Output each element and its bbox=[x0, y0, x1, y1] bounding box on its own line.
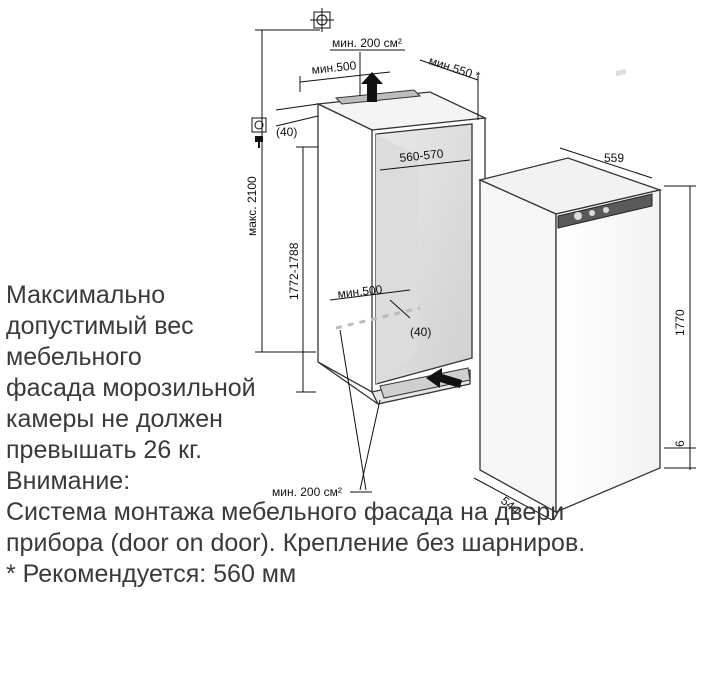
note-line: фасада морозильной bbox=[6, 374, 256, 402]
appliance-width-label: 559 bbox=[604, 151, 624, 165]
min-500-top-label: мин.500 bbox=[311, 58, 357, 77]
offset-40-top: (40) bbox=[276, 125, 297, 139]
offset-6-label: 6 bbox=[673, 440, 687, 447]
plug-icon bbox=[255, 136, 263, 148]
top-vent-grille bbox=[334, 89, 422, 105]
note-line: Максимально bbox=[6, 281, 166, 309]
socket-icon bbox=[251, 117, 267, 133]
control-panel bbox=[557, 68, 653, 229]
min-vent-area-bottom: мин. 200 см² bbox=[272, 485, 342, 499]
note-line: допустимый вес bbox=[6, 312, 194, 340]
appliance-body bbox=[478, 157, 663, 514]
section-symbol-icon bbox=[310, 8, 334, 32]
attention-heading: Внимание: bbox=[6, 467, 131, 495]
note-line: превышать 26 кг. bbox=[6, 436, 203, 464]
note-line: прибора (door on door). Крепление без ша… bbox=[6, 529, 586, 557]
note-line: камеры не должен bbox=[6, 405, 223, 433]
ventilation-arrow-icon bbox=[361, 72, 462, 388]
min-vent-area-top: мин. 200 см² bbox=[332, 36, 402, 50]
notes-block: Максимально допустимый вес мебельного фа… bbox=[6, 280, 696, 590]
offset-40-bottom: (40) bbox=[410, 325, 431, 339]
note-line: Система монтажа мебельного фасада на две… bbox=[6, 498, 565, 526]
min-550-label: мин.550 * bbox=[427, 54, 482, 84]
airflow-dashes bbox=[335, 306, 421, 330]
footnote: * Рекомендуется: 560 мм bbox=[6, 560, 297, 588]
min-500-bottom-label: мин.500 bbox=[337, 282, 383, 301]
appliance-height-label: 1770 bbox=[673, 309, 687, 336]
dimension-lines bbox=[255, 29, 696, 521]
note-line: мебельного bbox=[6, 343, 142, 371]
max-height-label: макс. 2100 bbox=[245, 176, 259, 236]
niche-height-label: 1772-1788 bbox=[287, 242, 301, 300]
niche-width-label: 560-570 bbox=[399, 146, 445, 165]
